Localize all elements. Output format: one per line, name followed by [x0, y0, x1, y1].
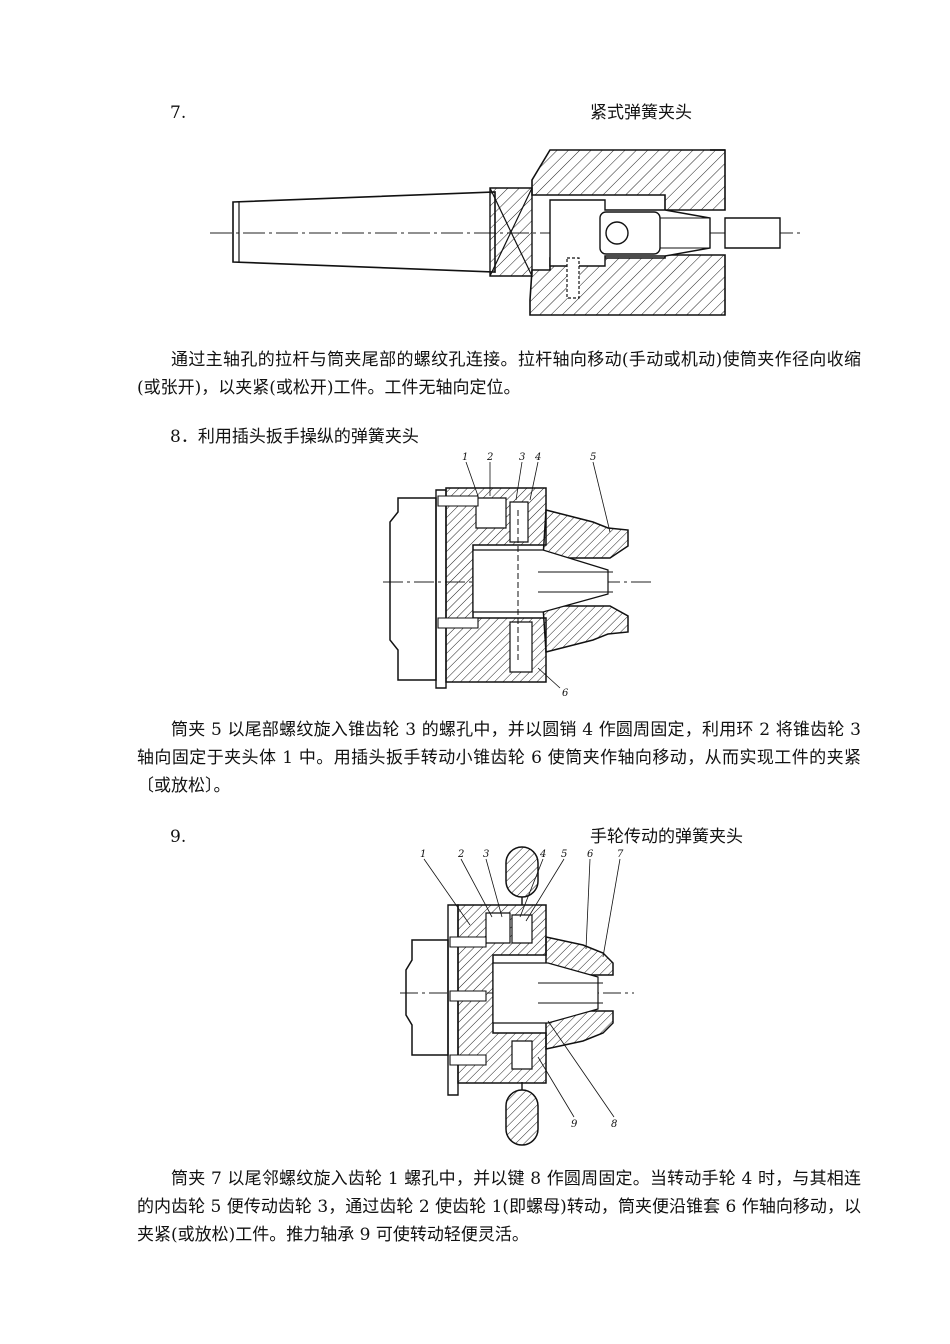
fig8-label-2: 2 [486, 452, 493, 463]
section-9-number: 9. [170, 827, 187, 847]
figure-8-drawing: 1 2 3 4 5 6 [378, 452, 658, 699]
fig9-label-6: 6 [587, 849, 594, 860]
fig9-label-9: 9 [571, 1119, 578, 1130]
fig8-label-6: 6 [562, 688, 569, 699]
fig9-label-4: 4 [539, 849, 546, 860]
figure-9-drawing: 1 2 3 4 5 6 7 8 9 [398, 845, 638, 1150]
fig8-label-4: 4 [534, 452, 541, 463]
fig9-label-3: 3 [483, 849, 489, 860]
fig9-label-8: 8 [611, 1119, 617, 1130]
section-7-description: 通过主轴孔的拉杆与筒夹尾部的螺纹孔连接。拉杆轴向移动(手动或机动)使筒夹作径向收… [137, 350, 861, 398]
section-9-description: 筒夹 7 以尾邻螺纹旋入齿轮 1 螺孔中，并以键 8 作圆周固定。当转动手轮 4… [137, 1169, 861, 1245]
section-8-description: 筒夹 5 以尾部螺纹旋入锥齿轮 3 的螺孔中，并以圆销 4 作圆周固定，利用环 … [137, 720, 861, 796]
fig8-label-5: 5 [590, 452, 596, 463]
figure-7-drawing [205, 140, 805, 325]
fig8-label-3: 3 [519, 452, 525, 463]
fig9-label-1: 1 [420, 849, 426, 860]
section-7-number: 7. [170, 103, 187, 123]
section-7-title: 紧式弹簧夹头 [590, 103, 692, 123]
fig8-label-1: 1 [462, 452, 468, 463]
fig9-label-5: 5 [561, 849, 567, 860]
fig9-label-7: 7 [617, 849, 624, 860]
section-8-heading: 8．利用插头扳手操纵的弹簧夹头 [170, 427, 419, 447]
fig9-label-2: 2 [457, 849, 464, 860]
section-9-title: 手轮传动的弹簧夹头 [590, 827, 743, 847]
